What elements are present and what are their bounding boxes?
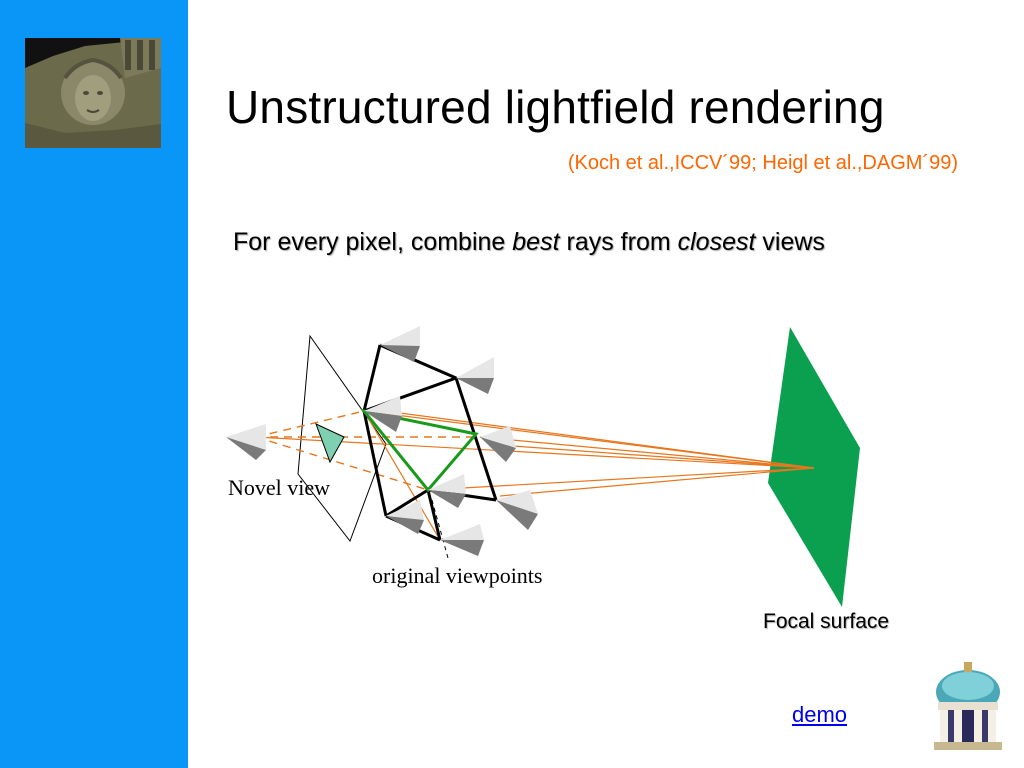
focal-surface-label: Focal surface xyxy=(763,610,890,633)
selected-camera-triangle xyxy=(360,408,479,493)
subtitle: For every pixel, combine best rays from … xyxy=(233,228,825,257)
subtitle-part-2: rays from xyxy=(559,228,678,256)
subtitle-emphasis-closest: closest xyxy=(677,228,756,256)
camera-viewpoint xyxy=(364,396,402,432)
novel-view-frustum-outline xyxy=(297,334,387,543)
camera-viewpoint xyxy=(380,326,420,362)
camera-viewpoint xyxy=(440,524,484,556)
citation: (Koch et al.,ICCV´99; Heigl et al.,DAGM´… xyxy=(567,152,958,174)
medusa-relief-image xyxy=(25,38,161,148)
temple-logo-image xyxy=(928,658,1008,754)
camera-novel-view xyxy=(226,424,266,460)
original-view-rays xyxy=(255,410,815,541)
subtitle-emphasis-best: best xyxy=(512,228,560,256)
viewpoints-pointer xyxy=(431,499,449,559)
camera-viewpoint xyxy=(428,474,466,508)
camera-viewpoint xyxy=(386,500,424,534)
camera-viewpoint xyxy=(456,357,494,394)
focal-surface-plane xyxy=(768,327,860,607)
camera-viewpoint xyxy=(496,490,538,530)
subtitle-part-1: For every pixel, combine xyxy=(233,228,513,256)
novel-view-label: Novel view xyxy=(228,475,331,500)
demo-link[interactable]: demo xyxy=(792,702,848,727)
subtitle-part-3: views xyxy=(755,228,825,256)
original-viewpoints-label: original viewpoints xyxy=(372,563,543,588)
slide-title: Unstructured lightfield rendering xyxy=(226,81,885,133)
camera-viewpoint xyxy=(480,426,516,462)
novel-view-frustum xyxy=(315,423,345,464)
sidebar xyxy=(0,0,188,768)
